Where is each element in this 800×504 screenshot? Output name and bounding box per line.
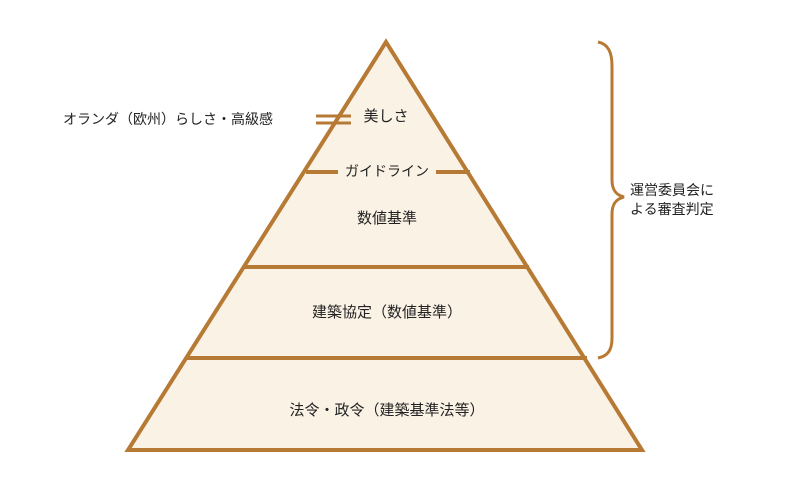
level-label-guideline: ガイドライン (345, 164, 429, 180)
right-annotation-line-1: 運営委員会に (630, 183, 714, 199)
left-annotation: オランダ（欧州）らしさ・高級感 (63, 112, 273, 128)
right-brace (597, 40, 625, 360)
level-label-building-agreement: 建築協定（数値基準） (311, 303, 463, 321)
level-label-numeric-standard: 数値基準 (356, 209, 418, 227)
right-annotation-line-2: よる審査判定 (630, 202, 714, 218)
pyramid-outline (124, 38, 646, 452)
level-label-beauty: 美しさ (363, 107, 409, 125)
level-label-laws: 法令・政令（建築基準法等） (289, 401, 485, 419)
